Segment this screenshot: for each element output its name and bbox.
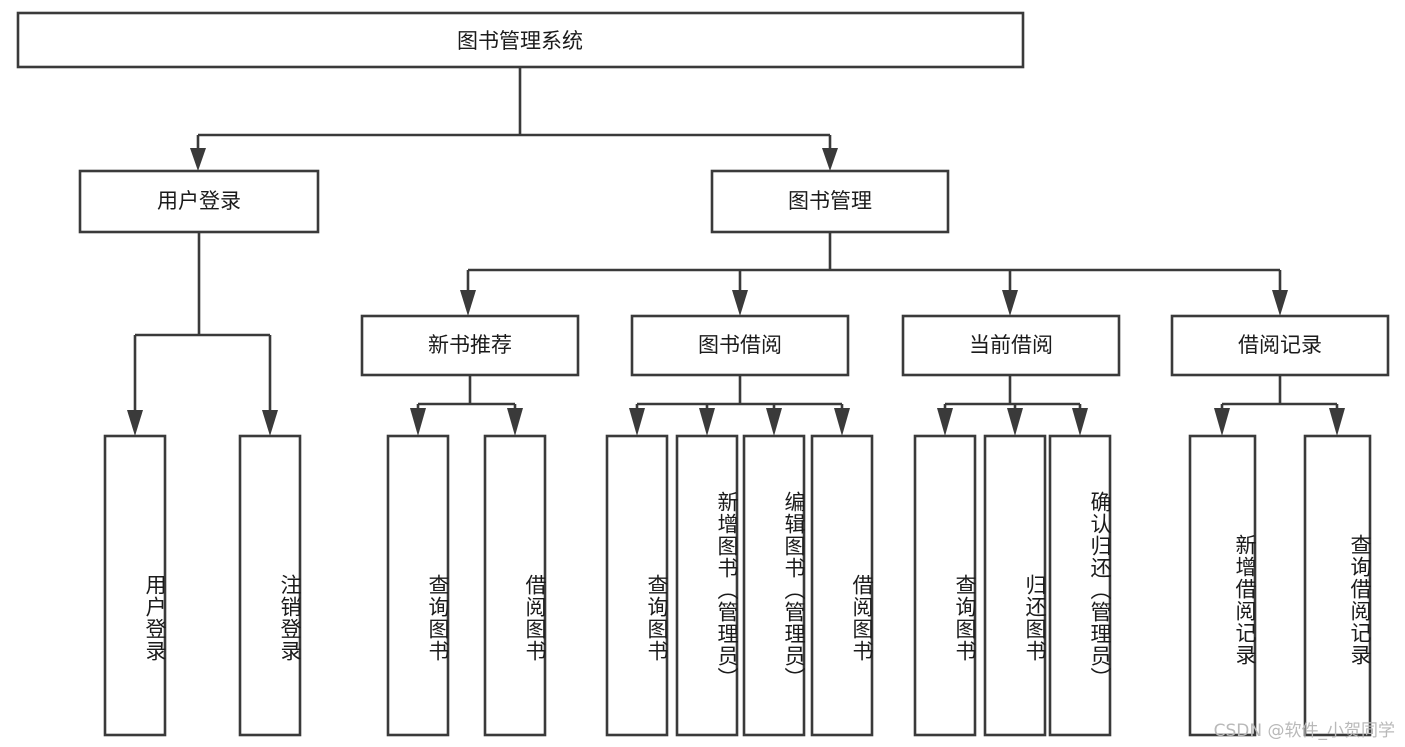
- leaf-box-current-borrow-0[interactable]: [913, 434, 977, 737]
- node-new-book-recommend-label: 新书推荐: [428, 333, 512, 357]
- leaf-box-borrow-record-1[interactable]: [1303, 434, 1372, 737]
- arrow-to-leaf-current-borrow-2: [1072, 408, 1088, 436]
- arrow-to-leaf-new-book-1: [507, 408, 523, 436]
- node-borrow-record-label: 借阅记录: [1238, 333, 1322, 357]
- arrow-to-leaf-book-borrow-1: [699, 408, 715, 436]
- leaf-box-new-book-0[interactable]: [386, 434, 450, 737]
- arrow-to-leaf-user-login-1: [262, 410, 278, 436]
- leaf-box-current-borrow-2[interactable]: [1048, 434, 1112, 737]
- arrow-to-new-book-recommend: [460, 290, 476, 316]
- arrow-to-leaf-current-borrow-1: [1007, 408, 1023, 436]
- node-book-manage-label: 图书管理: [788, 189, 872, 213]
- arrow-to-leaf-book-borrow-0: [629, 408, 645, 436]
- arrow-to-leaf-borrow-record-1: [1329, 408, 1345, 436]
- arrow-to-leaf-book-borrow-2: [766, 408, 782, 436]
- arrow-to-current-borrow: [1002, 290, 1018, 316]
- leaf-box-book-borrow-3[interactable]: [810, 434, 874, 737]
- node-new-book-recommend-box[interactable]: [360, 314, 580, 377]
- csdn-watermark: CSDN @软件_小贺同学: [1213, 721, 1395, 741]
- arrow-to-leaf-user-login-0: [127, 410, 143, 436]
- node-current-borrow-label: 当前借阅: [969, 333, 1053, 357]
- node-root-label: 图书管理系统: [457, 29, 583, 53]
- arrow-to-leaf-current-borrow-0: [937, 408, 953, 436]
- arrow-to-borrow-record: [1272, 290, 1288, 316]
- node-book-borrow-label: 图书借阅: [698, 333, 782, 357]
- leaf-box-user-login-1[interactable]: [238, 434, 302, 737]
- leaf-box-book-borrow-2[interactable]: [742, 434, 806, 737]
- node-user-login-box[interactable]: [78, 169, 320, 234]
- arrow-to-leaf-book-borrow-3: [834, 408, 850, 436]
- leaf-box-borrow-record-0[interactable]: [1188, 434, 1257, 737]
- leaf-box-book-borrow-0[interactable]: [605, 434, 669, 737]
- arrow-to-leaf-new-book-0: [410, 408, 426, 436]
- arrow-to-user-login: [190, 148, 206, 171]
- leaf-box-new-book-1[interactable]: [483, 434, 547, 737]
- leaf-box-user-login-0[interactable]: [103, 434, 167, 737]
- node-root-box[interactable]: [16, 11, 1025, 69]
- leaf-box-book-borrow-1[interactable]: [675, 434, 739, 737]
- node-current-borrow-box[interactable]: [901, 314, 1121, 377]
- node-user-login-label: 用户登录: [157, 189, 241, 213]
- arrow-to-leaf-borrow-record-0: [1214, 408, 1230, 436]
- arrow-to-book-borrow: [732, 290, 748, 316]
- leaf-box-current-borrow-1[interactable]: [983, 434, 1047, 737]
- arrow-to-book-manage: [822, 148, 838, 171]
